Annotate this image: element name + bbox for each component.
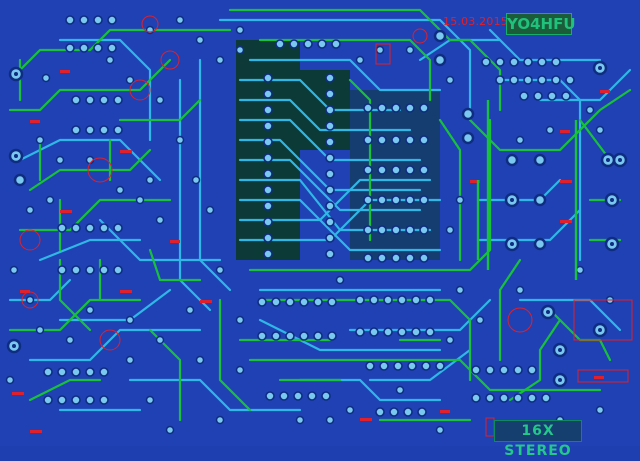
drill-holes: [12, 66, 622, 382]
board-title-label: 16X STEREO: [494, 420, 582, 459]
silkscreen-marks: [12, 70, 610, 433]
ic-footprints: [43, 15, 575, 417]
vias: [5, 15, 615, 435]
right-bus-traces: [476, 100, 578, 280]
callsign-label: YO4HFU: [506, 13, 576, 35]
pcb-board: 15.03.2015 YO4HFU 16X STEREO: [5, 8, 633, 459]
pcb-layout-drawing: [5, 8, 633, 437]
board-date-label: 15.03.2015: [443, 15, 508, 28]
